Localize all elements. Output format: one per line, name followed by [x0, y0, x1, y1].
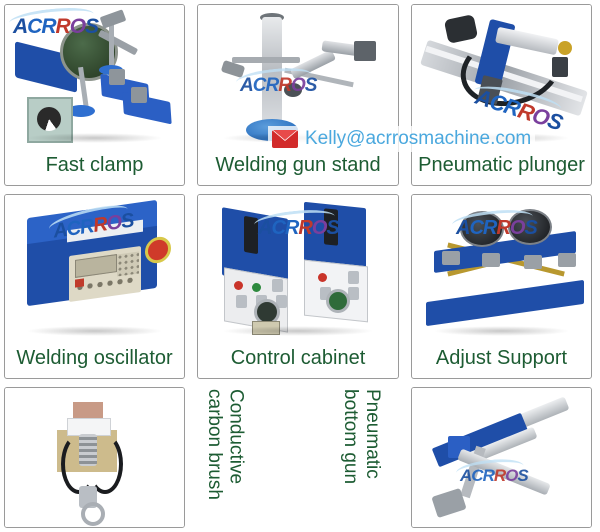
product-card-conductive-carbon-brush[interactable]: [4, 387, 185, 528]
product-label-pneumatic-plunger: Pneumatic plunger: [418, 154, 585, 176]
product-label-conductive-carbon-brush: Conductive carbon brush: [203, 389, 247, 500]
product-label-pneumatic-bottom-gun: Pneumatic bottom gun: [340, 389, 383, 485]
product-image-adjust-support: ACRROS: [412, 195, 591, 342]
contact-email-text: Kelly@acrrosmachine.com: [305, 128, 532, 149]
product-label-welding-oscillator: Welding oscillator: [16, 347, 173, 369]
product-card-fast-clamp[interactable]: ACRROS Fast clamp: [4, 4, 185, 186]
grid-cell: [0, 383, 193, 532]
product-image-fast-clamp: ACRROS: [5, 5, 184, 149]
grid-cell: ACRROS: [407, 383, 600, 532]
grid-cell: ACRROS Fast clamp: [0, 0, 193, 190]
grid-cell: ACRROS Adjust Support: [407, 190, 600, 383]
product-image-pneumatic-bottom-gun: ACRROS: [412, 388, 591, 527]
grid-cell: ACRROS Welding gun stand: [193, 0, 407, 190]
product-label-control-cabinet: Control cabinet: [230, 347, 366, 369]
contact-email-overlay[interactable]: Kelly@acrrosmachine.com: [268, 126, 536, 152]
product-card-welding-gun-stand[interactable]: ACRROS Welding gun stand: [197, 4, 399, 186]
grid-cell: ACRROS Control cabinet: [193, 190, 407, 383]
grid-cell: ACRROS Pneumatic plunger: [407, 0, 600, 190]
product-label-adjust-support: Adjust Support: [435, 347, 568, 369]
product-image-control-cabinet: ACRROS: [198, 195, 398, 342]
product-label-fast-clamp: Fast clamp: [45, 154, 144, 176]
product-label-welding-gun-stand: Welding gun stand: [215, 154, 381, 176]
product-image-welding-oscillator: ACRROS: [5, 195, 184, 342]
product-image-conductive-carbon-brush: [5, 388, 184, 527]
product-card-pneumatic-plunger[interactable]: ACRROS Pneumatic plunger: [411, 4, 592, 186]
envelope-icon: [272, 130, 298, 148]
product-card-adjust-support[interactable]: ACRROS Adjust Support: [411, 194, 592, 379]
product-card-pneumatic-bottom-gun[interactable]: ACRROS: [411, 387, 592, 528]
product-card-control-cabinet[interactable]: ACRROS Control cabinet: [197, 194, 399, 379]
vertical-label-group: Conductive carbon brush Pneumatic bottom…: [197, 387, 399, 528]
product-card-welding-oscillator[interactable]: ACRROS Welding oscillator: [4, 194, 185, 379]
grid-cell: Conductive carbon brush Pneumatic bottom…: [193, 383, 407, 532]
grid-cell: ACRROS Welding oscillator: [0, 190, 193, 383]
